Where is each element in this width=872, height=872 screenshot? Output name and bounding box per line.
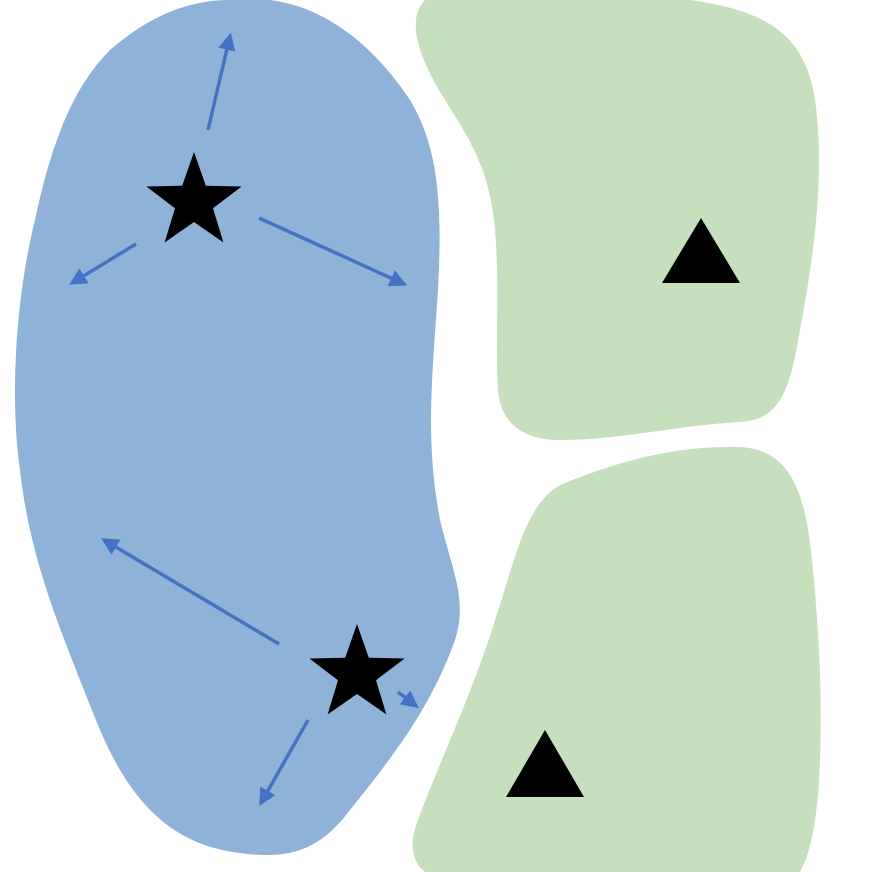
star-top-arrow-2 (69, 242, 137, 285)
triangle-top-icon (662, 218, 740, 283)
star-bottom-arrow-3 (396, 690, 419, 709)
star-top-arrow-3 (258, 216, 408, 287)
green-region-bottom (412, 446, 821, 872)
green-region-top (415, 0, 820, 440)
star-top-arrow-1 (206, 32, 236, 131)
arrows-star-top (69, 32, 408, 287)
star-bottom-arrow-2 (259, 719, 310, 807)
arrows-star-bottom (100, 538, 419, 807)
star-bottom-arrow-1 (100, 538, 280, 646)
star-bottom-icon (309, 624, 405, 715)
triangle-bottom-icon (506, 730, 584, 797)
star-top-icon (146, 152, 242, 243)
blue-region (15, 0, 460, 856)
